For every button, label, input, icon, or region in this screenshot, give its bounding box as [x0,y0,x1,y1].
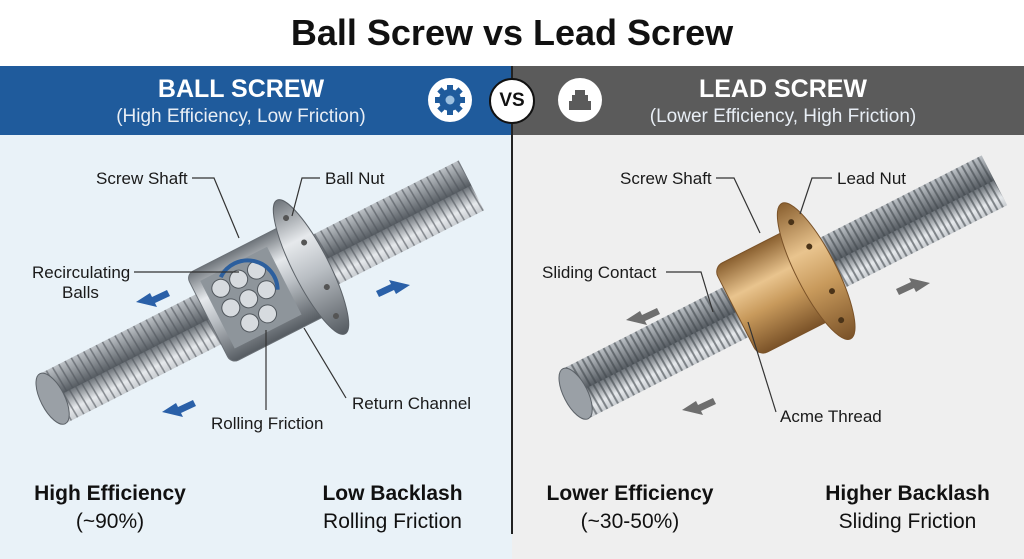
motion-arrows [136,280,410,417]
stat-title: High Efficiency [34,482,186,505]
label-return-channel: Return Channel [352,394,471,413]
stat-title: Lower Efficiency [546,482,714,505]
ball-screw-subheading: (High Efficiency, Low Friction) [116,106,366,127]
arrow-icon [376,280,410,297]
arrow-icon [626,308,660,325]
stat-low-backlash: Low Backlash Rolling Friction [300,480,485,536]
stat-title: Low Backlash [322,482,463,505]
page-title: Ball Screw vs Lead Screw [290,12,734,53]
leader-lines [134,177,347,410]
vs-badge: VS [489,78,535,124]
stat-lower-efficiency: Lower Efficiency (~30-50%) [535,480,725,536]
balls [211,260,278,333]
arrow-icon [682,398,716,415]
stat-value: (~90%) [75,510,145,533]
label-ball-nut: Ball Nut [325,169,385,188]
label-recirculating: Recirculating [32,263,130,282]
ball-screw-illustration [35,160,485,425]
motion-arrows-lead [626,278,930,415]
stat-value: Rolling Friction [323,510,462,533]
label-rolling-friction: Rolling Friction [211,414,323,433]
label-lead-nut: Lead Nut [837,169,906,188]
arrow-icon [136,290,170,307]
acme-thread-icon [558,78,602,122]
arrow-icon [896,278,930,295]
label-screw-shaft-lead: Screw Shaft [620,169,712,188]
arrow-icon [162,400,196,417]
label-screw-shaft: Screw Shaft [96,169,188,188]
label-balls: Balls [62,283,99,302]
stat-title: Higher Backlash [825,482,990,505]
stat-value: Sliding Friction [838,510,977,533]
lead-screw-heading: LEAD SCREW [698,75,868,103]
ball-screw-header: BALL SCREW (High Efficiency, Low Frictio… [0,66,512,135]
label-acme-thread: Acme Thread [780,407,882,426]
lead-screw-subheading: (Lower Efficiency, High Friction) [649,106,917,127]
leader-lines-lead [666,177,832,413]
ball-screw-heading: BALL SCREW [157,75,325,103]
lead-screw-illustration [558,155,1008,420]
stat-high-efficiency: High Efficiency (~90%) [20,480,200,536]
stat-higher-backlash: Higher Backlash Sliding Friction [810,480,1005,536]
divider [511,66,513,534]
label-sliding-contact: Sliding Contact [542,263,657,282]
gear-icon [428,78,472,122]
stat-value: (~30-50%) [580,510,680,533]
